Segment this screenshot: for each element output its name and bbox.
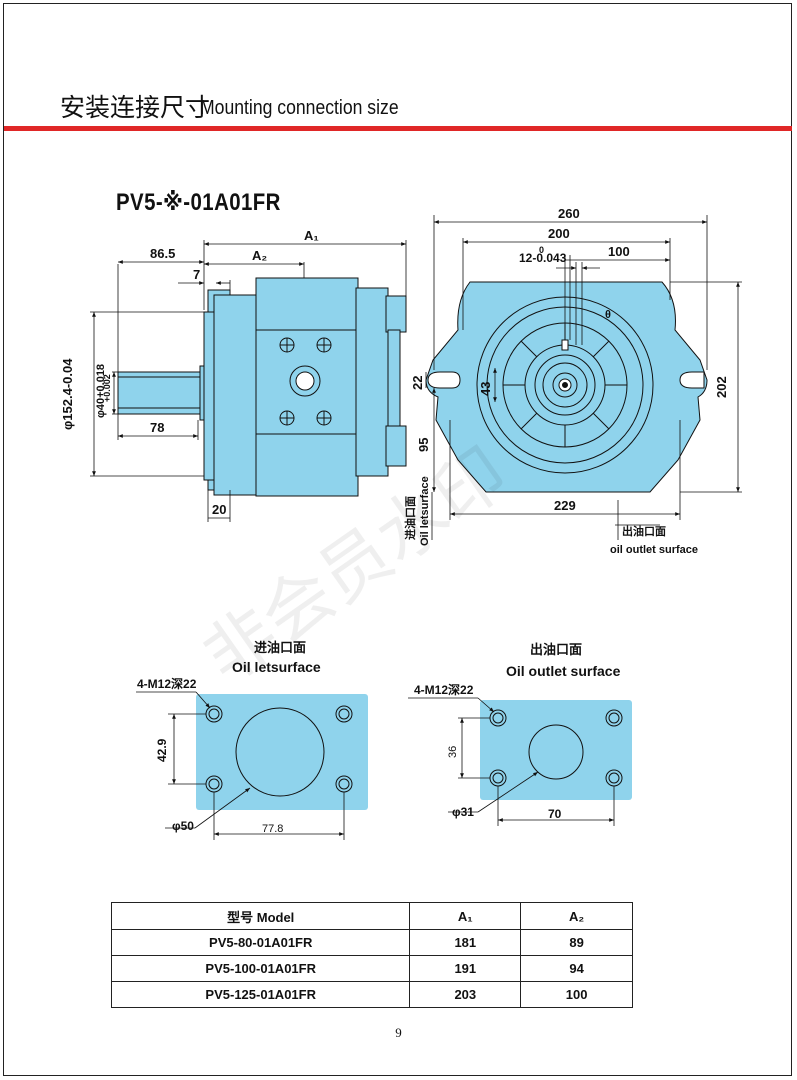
table-cell-model: PV5-125-01A01FR <box>110 981 411 1008</box>
outlet-title-cn: 出油口面 <box>530 642 582 657</box>
dim-12-tol: 0 <box>539 245 544 255</box>
outlet-surface-label-en: oil outlet surface <box>610 544 698 556</box>
dim-12: 12-0.043 <box>519 251 567 265</box>
outlet-surface-label-cn: 出油口面 <box>622 524 666 538</box>
table-row: PV5-80-01A01FR 181 89 <box>110 929 633 956</box>
table-row: PV5-125-01A01FR 203 100 <box>110 981 633 1008</box>
inlet-flange-view <box>196 694 368 810</box>
model-title: PV5-※-01A01FR <box>116 189 281 216</box>
outlet-dim-phi31: φ31 <box>452 805 474 819</box>
rear-cover <box>355 287 389 477</box>
section-title-en: Mounting connection size <box>200 97 399 119</box>
dim-202: 202 <box>714 376 729 398</box>
inlet-surface-label-cn: 进油口面 <box>403 496 417 540</box>
outlet-dim-70: 70 <box>548 807 562 821</box>
outlet-flange-view <box>480 700 632 800</box>
inlet-title-cn: 进油口面 <box>254 640 306 655</box>
outlet-bolt-spec: 4-M12深22 <box>414 682 474 697</box>
dim-40-tol: +0.002 <box>102 374 112 402</box>
page-frame <box>3 3 792 1076</box>
dim-a2: A₂ <box>252 248 267 263</box>
outlet-title-en: Oil outlet surface <box>506 663 621 679</box>
shaft <box>117 371 203 415</box>
inlet-dim-77-8: 77.8 <box>262 823 283 835</box>
outlet-flange-dims <box>408 697 615 826</box>
front-view <box>425 281 708 493</box>
table-header-a2: A₂ <box>520 902 633 930</box>
table-cell-a1: 191 <box>409 955 522 982</box>
dim-40: φ40+0.018 <box>95 364 107 418</box>
dim-86-5: 86.5 <box>150 246 175 261</box>
dim-152-4: φ152.4-0.04 <box>60 358 75 430</box>
side-view-dims <box>90 240 407 522</box>
front-view-dims <box>425 215 742 540</box>
table-cell-a1: 203 <box>409 981 522 1008</box>
dim-20: 20 <box>212 502 226 517</box>
table-cell-a2: 100 <box>520 981 633 1008</box>
dim-a1: A₁ <box>304 228 319 243</box>
dim-95: 95 <box>416 438 431 452</box>
table-cell-a1: 181 <box>409 929 522 956</box>
table-cell-model: PV5-80-01A01FR <box>110 929 411 956</box>
dim-theta: θ <box>605 309 611 321</box>
dim-22: 22 <box>410 376 425 390</box>
inlet-dim-42-9: 42.9 <box>155 738 169 762</box>
dim-260: 260 <box>558 206 580 221</box>
side-view <box>117 277 407 497</box>
table-cell-a2: 89 <box>520 929 633 956</box>
inlet-surface-label-en: Oil letsurface <box>419 476 431 546</box>
header-red-bar <box>4 126 792 131</box>
table-header-model: 型号 Model <box>110 902 411 930</box>
dim-43: 43 <box>478 382 493 396</box>
dim-100: 100 <box>608 244 630 259</box>
inlet-bolt-spec: 4-M12深22 <box>137 676 197 691</box>
pump-body <box>213 294 259 496</box>
table-row: PV5-100-01A01FR 191 94 <box>110 955 633 982</box>
inlet-dim-phi50: φ50 <box>172 819 194 833</box>
inlet-flange-dims <box>136 691 345 840</box>
table-cell-a2: 94 <box>520 955 633 982</box>
dim-200: 200 <box>548 226 570 241</box>
table-cell-model: PV5-100-01A01FR <box>110 955 411 982</box>
dim-7: 7 <box>193 267 200 282</box>
outlet-dim-36: 36 <box>447 746 459 758</box>
table-header-row: 型号 Model A₁ A₂ <box>110 902 633 930</box>
dim-78: 78 <box>150 420 164 435</box>
page-number: 9 <box>395 1025 402 1040</box>
dim-229: 229 <box>554 498 576 513</box>
section-title-cn: 安装连接尺寸 <box>60 93 211 122</box>
model-table: 型号 Model A₁ A₂ PV5-80-01A01FR 181 89 PV5… <box>110 902 633 1008</box>
inlet-title-en: Oil letsurface <box>232 659 321 675</box>
table-header-a1: A₁ <box>409 902 522 930</box>
